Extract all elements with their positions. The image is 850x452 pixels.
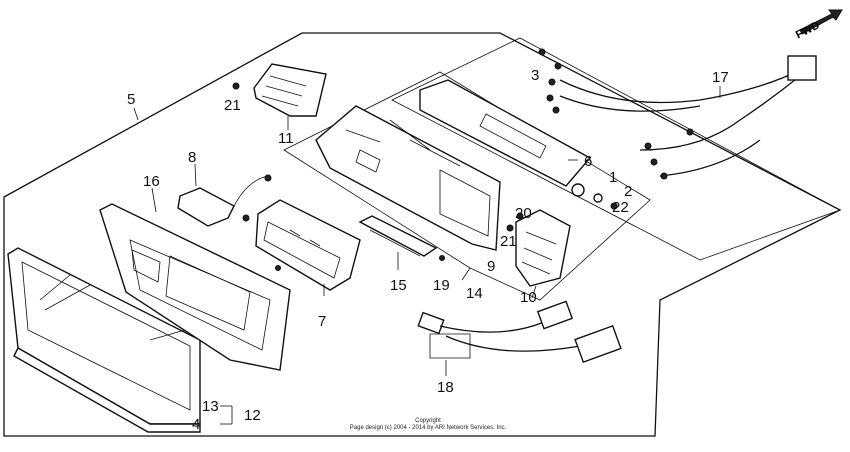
bracket-part (358, 215, 445, 261)
assembly-boundary (3, 32, 842, 437)
gauge-subassembly-boundary (283, 71, 651, 301)
label-20: 20 (515, 205, 532, 222)
label-19: 19 (433, 277, 450, 294)
sensor-wire-part (177, 174, 272, 227)
screw-21-part (232, 82, 240, 90)
label-18: 18 (437, 379, 454, 396)
label-13: 13 (202, 398, 219, 415)
harness-boundary (391, 37, 841, 261)
visor-part (99, 203, 291, 371)
label-11: 11 (278, 130, 294, 147)
screw-20-part (516, 212, 524, 220)
label-21-top: 21 (224, 97, 241, 114)
copyright-line-2: Page design (c) 2004 - 2014 by ARI Netwo… (350, 425, 507, 431)
gauge-housing-part (315, 105, 501, 251)
right-switch-part (515, 209, 571, 287)
screw-22-part (610, 202, 618, 210)
bulb-3-part (538, 48, 546, 56)
screw-21b-part (506, 224, 514, 232)
harness-connector (787, 55, 817, 81)
fwd-arrow-icon (799, 9, 843, 35)
meter-module-part (255, 199, 361, 291)
label-21-right: 21 (500, 233, 517, 250)
label-7: 7 (318, 313, 326, 330)
label-8: 8 (188, 149, 196, 166)
sub-harness-part (417, 300, 622, 364)
label-22: 22 (612, 199, 629, 216)
label-10: 10 (520, 289, 537, 306)
left-switch-part (253, 63, 327, 117)
leader-lines (133, 86, 721, 425)
wire-harness-part (546, 55, 817, 180)
fwd-label: FWD (794, 19, 822, 41)
label-1: 1 (609, 169, 617, 186)
label-12: 12 (244, 407, 261, 424)
label-6: 6 (584, 153, 592, 170)
label-4: 4 (192, 416, 200, 433)
label-14: 14 (466, 285, 483, 302)
label-2: 2 (624, 183, 632, 200)
label-15: 15 (390, 277, 407, 294)
label-9: 9 (487, 258, 495, 275)
label-3: 3 (531, 67, 539, 84)
gasket-plate-part (419, 79, 592, 187)
label-16: 16 (143, 173, 160, 190)
outer-lens-part (7, 247, 201, 433)
label-17: 17 (712, 69, 729, 86)
bulb-part (571, 183, 585, 197)
label-5: 5 (127, 91, 135, 108)
copyright-line-1: Copyright (415, 418, 441, 424)
socket-part (593, 193, 603, 203)
